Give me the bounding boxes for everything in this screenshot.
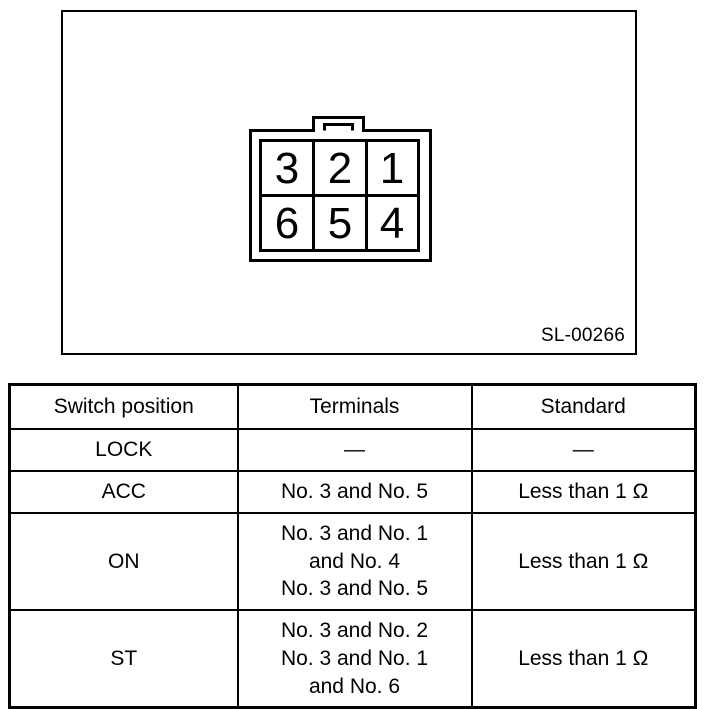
terminal-line: No. 3 and No. 1	[280, 522, 429, 545]
terminals-st: No. 3 and No. 2 No. 3 and No. 1 and No. …	[236, 609, 473, 709]
switch-position-lock: LOCK	[8, 428, 239, 472]
terminals-on: No. 3 and No. 1 and No. 4 No. 3 and No. …	[236, 511, 473, 612]
terminal-number-5: 5	[328, 199, 352, 248]
connector-diagram: 3 2 1 6 5 4	[249, 112, 436, 262]
column-header-switch-position: Switch position	[8, 383, 239, 430]
table-row: LOCK — —	[8, 428, 697, 472]
standard-acc: Less than 1 Ω	[470, 470, 697, 514]
switch-position-on: ON	[8, 511, 239, 612]
terminal-number-4: 4	[380, 199, 404, 248]
terminal-number-6: 6	[275, 199, 299, 248]
terminal-line: —	[344, 438, 365, 462]
terminal-number-1: 1	[380, 144, 404, 193]
terminal-line: No. 3 and No. 5	[280, 480, 429, 504]
table-row: ON No. 3 and No. 1 and No. 4 No. 3 and N…	[8, 511, 697, 612]
standard-on: Less than 1 Ω	[470, 511, 697, 612]
column-header-terminals: Terminals	[236, 383, 473, 430]
connector-svg: 3 2 1 6 5 4	[249, 116, 432, 262]
terminal-line: No. 3 and No. 1	[280, 646, 429, 670]
terminal-line: and No. 6	[308, 674, 401, 698]
switch-position-st: ST	[8, 609, 239, 709]
table-header-row: Switch position Terminals Standard	[8, 383, 697, 430]
terminal-line: No. 3 and No. 5	[280, 577, 429, 601]
terminal-line: No. 3 and No. 2	[280, 619, 429, 643]
standard-lock: —	[470, 428, 697, 472]
standard-st: Less than 1 Ω	[470, 609, 697, 709]
switch-position-acc: ACC	[8, 470, 239, 514]
terminal-number-2: 2	[328, 144, 352, 193]
terminal-number-3: 3	[275, 144, 299, 193]
switch-continuity-table: Switch position Terminals Standard LOCK …	[8, 383, 697, 709]
column-header-standard: Standard	[470, 383, 697, 430]
table-row: ACC No. 3 and No. 5 Less than 1 Ω	[8, 470, 697, 514]
terminal-line: and No. 4	[308, 549, 401, 573]
connector-outer-shell	[249, 116, 432, 262]
terminals-lock: —	[236, 428, 473, 472]
table-row: ST No. 3 and No. 2 No. 3 and No. 1 and N…	[8, 609, 697, 709]
diagram-panel: 3 2 1 6 5 4 SL-00266	[61, 10, 637, 355]
figure-code-label: SL-00266	[540, 325, 625, 346]
connector-tab-notch	[323, 123, 354, 131]
terminals-acc: No. 3 and No. 5	[236, 470, 473, 514]
